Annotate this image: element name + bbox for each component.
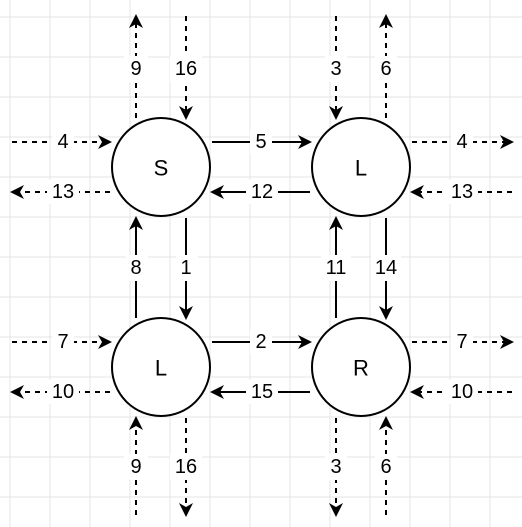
label-bl-to-tl: 8 [130, 257, 141, 279]
node-circle [311, 317, 411, 417]
label-tl-up-out: 9 [130, 58, 141, 80]
label-tr-to-br: 14 [375, 257, 397, 279]
label-bl-left-in: 7 [57, 331, 68, 353]
label-br-down-out: 3 [330, 456, 341, 478]
edge-labels: 9 16 4 13 5 12 1 8 3 6 4 13 11 14 7 10 [47, 56, 478, 480]
label-br-to-tr: 11 [326, 257, 347, 279]
label-bl-down-out: 16 [175, 456, 197, 478]
label-br-to-bl: 15 [251, 381, 273, 403]
label-tl-down-in: 16 [175, 58, 197, 80]
label-tr-right-out: 4 [456, 131, 467, 153]
label-tl-left-in: 4 [57, 131, 68, 153]
node-label: S [154, 156, 169, 181]
node-label: L [155, 356, 167, 381]
label-tl-left-out: 13 [52, 181, 74, 203]
label-tl-to-tr: 5 [255, 131, 266, 153]
node-label: L [355, 156, 367, 181]
label-bl-down-in: 9 [130, 456, 141, 478]
label-bl-left-out: 10 [52, 381, 74, 403]
node-top-right: L [311, 117, 411, 217]
node-circle [111, 317, 211, 417]
label-bl-to-br: 2 [255, 331, 266, 353]
node-top-left: S [111, 117, 211, 217]
label-br-right-in: 10 [451, 381, 473, 403]
label-tl-to-bl: 1 [180, 257, 191, 279]
label-tr-up-out: 6 [380, 58, 391, 80]
node-circle [311, 117, 411, 217]
label-tr-right-in: 13 [451, 181, 473, 203]
node-bottom-right: R [311, 317, 411, 417]
label-tr-to-tl: 12 [251, 181, 273, 203]
label-br-right-out: 7 [456, 331, 467, 353]
node-bottom-left: L [111, 317, 211, 417]
node-circle [111, 117, 211, 217]
label-tr-up-in: 3 [330, 58, 341, 80]
edge-lines [10, 14, 514, 517]
node-label: R [353, 356, 369, 381]
label-br-down-in: 6 [380, 456, 391, 478]
